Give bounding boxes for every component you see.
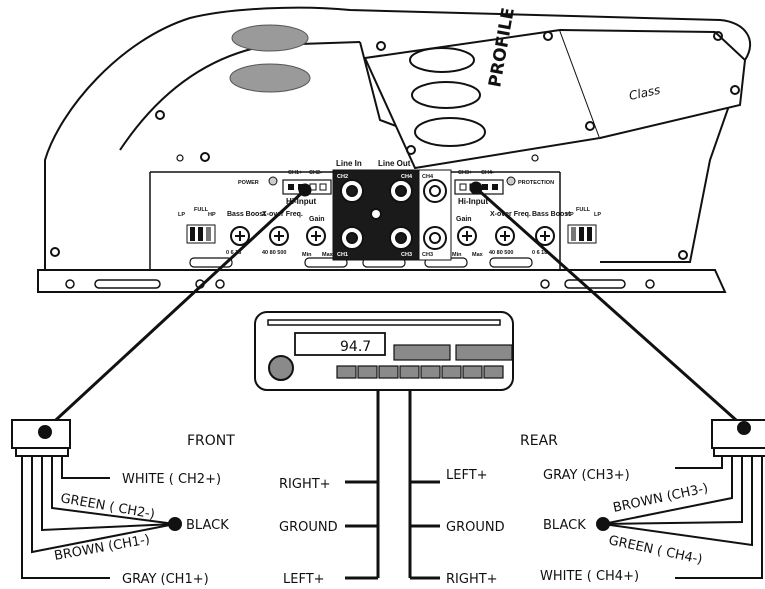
pin-label: CH1+ xyxy=(288,170,302,176)
rear-gray-label: GRAY (CH3+) xyxy=(543,468,630,483)
line-in-label: Line In xyxy=(336,159,362,168)
line-out-label: Line Out xyxy=(378,159,411,168)
scale-label: 40 80 500 xyxy=(262,250,286,256)
hi-input-label: Hi-Input xyxy=(286,197,317,206)
scale-label: Min xyxy=(452,252,462,258)
rca-label: CH1 xyxy=(337,252,348,258)
pin-label: CH2- xyxy=(309,170,322,176)
cables xyxy=(43,181,746,580)
gain-label: Gain xyxy=(456,216,472,223)
protection-label: PROTECTION xyxy=(518,180,554,186)
radio-left-plus-label: LEFT+ xyxy=(283,572,325,587)
rca-label: CH4 xyxy=(401,174,413,180)
front-green-label: GREEN ( CH2-) xyxy=(59,491,156,522)
front-black-label: BLACK xyxy=(186,518,229,533)
radio-ground-label: GROUND xyxy=(279,520,338,535)
rear-title: REAR xyxy=(520,433,558,449)
front-white-label: WHITE ( CH2+) xyxy=(122,472,221,487)
rca-label: CH4 xyxy=(422,174,434,180)
rear-white-label: WHITE ( CH4+) xyxy=(540,569,639,584)
front-brown-label: BROWN (CH1-) xyxy=(53,532,151,564)
rear-green-label: GREEN ( CH4-) xyxy=(607,533,704,568)
series-logo: Class xyxy=(628,83,662,103)
crossover-switch-right xyxy=(567,224,597,244)
radio-right-plus-label: RIGHT+ xyxy=(279,477,331,492)
head-unit xyxy=(254,311,514,391)
bass-boost-label: Bass Boost xyxy=(532,211,571,218)
gain-label: Gain xyxy=(309,216,325,223)
speaker-grill-top xyxy=(231,24,309,52)
radio-ground-label-2: GROUND xyxy=(446,520,505,535)
left-knobs xyxy=(230,226,326,246)
xover-label: X-over Freq. xyxy=(262,211,303,218)
front-plug xyxy=(11,419,182,579)
front-title: FRONT xyxy=(187,433,235,449)
right-knobs xyxy=(457,226,555,246)
switch-label: HP xyxy=(208,212,216,218)
rear-black-label: BLACK xyxy=(543,518,586,533)
rear-brown-label: BROWN (CH3-) xyxy=(612,481,710,516)
switch-label: FULL xyxy=(576,207,591,213)
switch-label: HP xyxy=(566,212,574,218)
scale-label: Max xyxy=(322,252,334,258)
switch-label: FULL xyxy=(194,207,209,213)
hi-input-label: Hi-Input xyxy=(458,197,489,206)
power-label: POWER xyxy=(238,180,259,186)
radio-left-plus-label-2: LEFT+ xyxy=(446,468,488,483)
pin-label: CH4- xyxy=(481,170,494,176)
radio-right-plus-label-2: RIGHT+ xyxy=(446,572,498,587)
protection-led xyxy=(506,176,516,186)
hi-input-right xyxy=(454,179,504,195)
front-gray-label: GRAY (CH1+) xyxy=(122,572,209,587)
rear-plug xyxy=(596,419,765,579)
crossover-switch-left xyxy=(186,224,216,244)
switch-label: LP xyxy=(594,212,601,218)
bass-boost-label: Bass Boost xyxy=(227,211,266,218)
scale-label: 0 6 18 xyxy=(532,250,547,256)
rca-label: CH3 xyxy=(422,252,433,258)
scale-label: 0 6 18 xyxy=(226,250,241,256)
scale-label: 40 80 500 xyxy=(489,250,513,256)
radio-display: 94.7 xyxy=(340,339,371,355)
switch-label: LP xyxy=(178,212,185,218)
power-led xyxy=(268,176,278,186)
rca-label: CH2 xyxy=(337,174,348,180)
scale-label: Min xyxy=(302,252,312,258)
rca-label: CH3 xyxy=(401,252,412,258)
scale-label: Max xyxy=(472,252,484,258)
rca-panel xyxy=(332,169,452,261)
speaker-grill-bottom xyxy=(229,63,311,93)
pin-label: CH3+ xyxy=(458,170,472,176)
xover-label: X-over Freq. xyxy=(490,211,531,218)
